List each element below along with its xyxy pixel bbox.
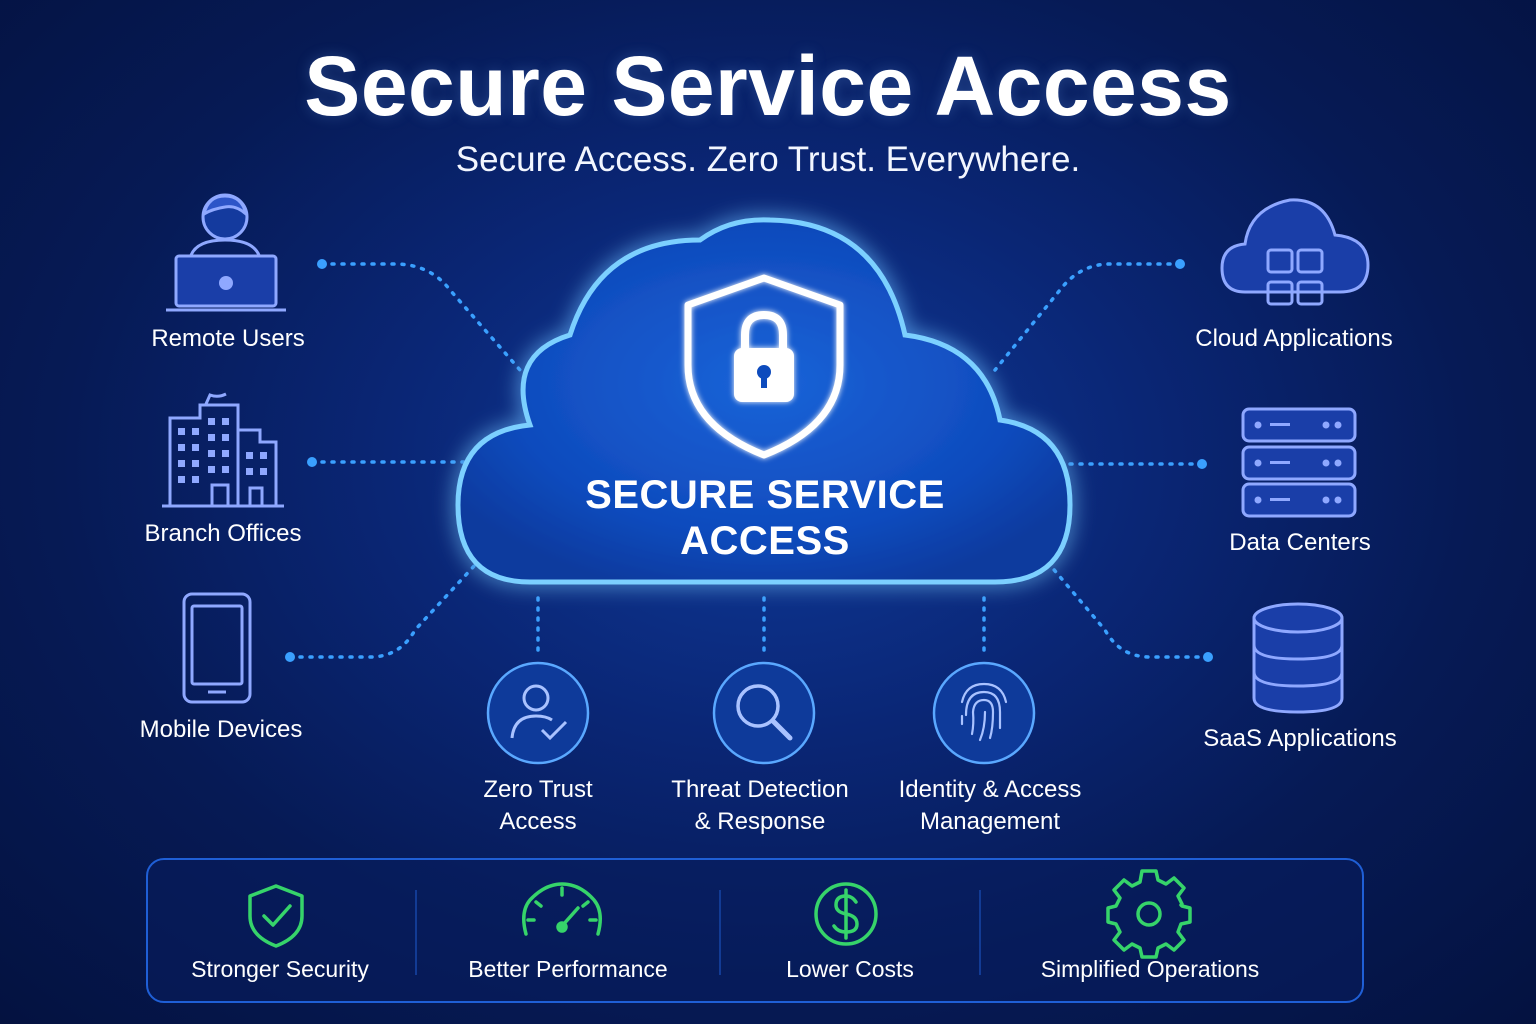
connector-lines: [288, 262, 1210, 659]
capability-zero-trust-line1: Zero Trust: [483, 776, 593, 803]
smartphone-icon: [182, 592, 252, 704]
fingerprint-icon: [960, 682, 1008, 742]
node-label-cloud-applications: Cloud Applications: [1195, 325, 1393, 352]
node-label-saas-applications: SaaS Applications: [1203, 725, 1397, 752]
capability-identity-line2: Management: [919, 808, 1061, 835]
benefit-label-better-performance: Better Performance: [468, 956, 668, 982]
node-label-branch-offices: Branch Offices: [144, 520, 302, 547]
gear-icon: [1106, 869, 1192, 959]
magnifier-icon: [736, 684, 793, 741]
capability-label-threat-detection: Threat Detection & Response: [640, 774, 880, 838]
office-building-icon: [162, 392, 284, 508]
page-title: Secure Service Access: [304, 39, 1232, 133]
node-label-mobile-devices: Mobile Devices: [139, 716, 303, 743]
server-rack-icon: [1241, 407, 1357, 518]
capability-identity-badge: [932, 661, 1036, 765]
connector-mobile-devices: [288, 563, 477, 659]
benefit-label-simplified-operations: Simplified Operations: [1040, 956, 1260, 982]
capability-zero-trust-badge: [486, 661, 590, 765]
connector-cloud-apps: [993, 262, 1182, 372]
capability-label-identity: Identity & Access Management: [870, 774, 1110, 838]
connector-endpoints: [285, 259, 1213, 662]
remote-user-laptop-icon: [166, 193, 286, 312]
central-cloud-line2: ACCESS: [680, 519, 850, 563]
speedometer-icon: [522, 882, 602, 936]
capability-threat-line1: Threat Detection: [671, 776, 849, 803]
central-cloud-label: SECURE SERVICE ACCESS: [560, 472, 970, 564]
shield-check-icon: [248, 884, 304, 948]
cloud-apps-icon: [1220, 198, 1370, 306]
capability-label-zero-trust: Zero Trust Access: [428, 774, 648, 838]
connector-saas: [1048, 563, 1210, 659]
benefit-label-lower-costs: Lower Costs: [786, 956, 914, 982]
benefit-label-stronger-security: Stronger Security: [191, 956, 369, 982]
capability-zero-trust-line2: Access: [499, 808, 577, 835]
central-cloud-line1: SECURE SERVICE: [585, 473, 945, 517]
capability-identity-line1: Identity & Access: [898, 776, 1082, 803]
page-subtitle: Secure Access. Zero Trust. Everywhere.: [455, 140, 1081, 179]
capability-threat-line2: & Response: [694, 808, 826, 835]
database-icon: [1252, 602, 1344, 714]
shield-lock-icon: [684, 274, 844, 459]
node-label-remote-users: Remote Users: [151, 325, 305, 352]
node-label-data-centers: Data Centers: [1229, 529, 1371, 556]
dollar-icon: [814, 882, 878, 946]
user-check-icon: [510, 684, 568, 741]
capability-threat-detection-badge: [712, 661, 816, 765]
